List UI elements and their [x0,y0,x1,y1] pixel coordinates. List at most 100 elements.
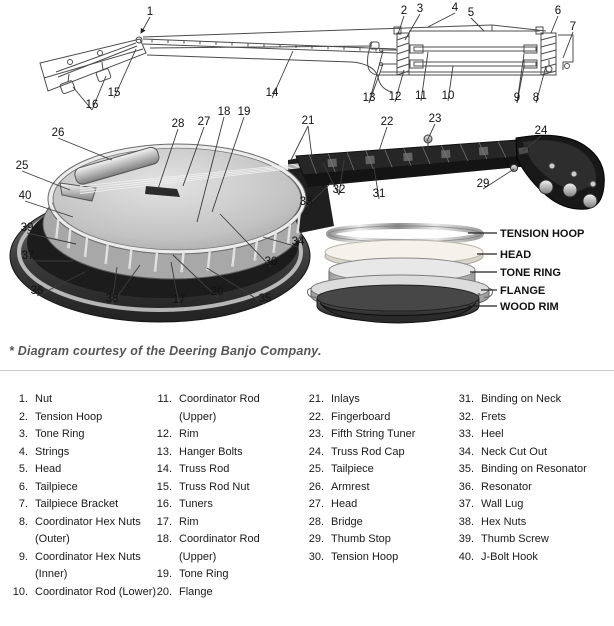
part-label: Resonator [481,480,532,493]
callout-number: 35 [259,293,272,305]
legend-item: 11. Coordinator Rod (Upper) [146,391,277,426]
part-label: Armrest [331,480,370,493]
legend-item: 35.Binding on Resonator [448,461,614,479]
part-label: Truss Rod [179,463,230,475]
part-number: 22. [308,410,324,423]
callout-number: 37 [22,250,35,262]
callout-number: 36 [31,285,44,297]
callout-number: 24 [535,125,548,137]
legend-item: 32.Frets [448,409,614,427]
part-label: Tuners [179,498,213,510]
exploded-part-label: WOOD RIM [500,301,559,313]
legend-item: 12.Rim [146,426,277,444]
part-label: Hanger Bolts [179,445,243,458]
banjo-photo [9,134,605,323]
legend-item: 24.Truss Rod Cap [298,444,459,462]
legend-item: 36. Resonator [448,479,614,497]
part-number: 23. [308,428,324,440]
part-number: 35. [458,463,474,475]
callout-number: 22 [381,116,394,128]
part-label: Thumb Screw [481,533,549,545]
legend-item: 16. Tuners [146,496,277,514]
callout-number: 10 [442,90,455,102]
legend-item: 15. Truss Rod Nut [146,479,277,497]
part-number: 9. [18,550,28,563]
part-number: 4. [18,445,28,458]
part-number: 26. [308,480,324,493]
legend-item: 1.Nut [4,391,169,409]
exploded-part-label: HEAD [500,249,531,261]
legend-item: 23.Fifth String Tuner [298,426,459,444]
callout-number: 26 [52,127,65,139]
part-number: 30. [308,550,324,563]
part-label: Wall Lug [481,498,524,510]
part-label: Coordinator Rod (Lower) [35,585,157,598]
legend-item: 18.Coordinator Rod (Upper) [146,531,277,566]
legend-item: 5.Head [4,461,169,479]
part-number: 21. [308,393,324,405]
part-label: Coordinator Hex Nuts (Outer) [35,515,141,546]
part-label: Tension Hoop [331,550,399,563]
part-number: 37. [458,498,474,510]
part-number: 18. [156,533,172,545]
legend-item: 19. Tone Ring [146,566,277,584]
part-label: Tone Ring [35,428,85,440]
exploded-part-label: TONE RING [500,267,561,279]
part-number: 24. [308,445,324,458]
legend-item: 22.Fingerboard [298,409,459,427]
part-number: 28. [308,515,324,528]
part-number: 33. [458,428,474,440]
callout-number: 40 [19,190,32,202]
part-label: Flange [179,585,213,598]
callout-number: 38 [106,293,119,305]
part-label: Strings [35,445,70,458]
part-number: 11. [157,393,172,405]
part-label: Tailpiece [35,480,78,493]
part-label: Tailpiece Bracket [35,498,119,510]
legend-item: 33. Heel [448,426,614,444]
part-number: 7. [18,498,28,510]
part-label: Heel [481,428,504,440]
legend-item: 26. Armrest [298,479,459,497]
part-number: 36. [458,480,474,493]
callout-number: 11 [415,90,427,102]
exploded-part-label: TENSION HOOP [500,228,584,240]
callout-number: 34 [292,236,305,248]
part-number: 25. [308,463,324,475]
callout-number: 7 [570,21,576,33]
part-number: 29. [308,533,324,545]
legend-item: 7. Tailpiece Bracket [4,496,169,514]
part-number: 16. [156,498,172,510]
part-number: 10. [12,585,28,598]
divider [0,370,614,371]
callout-number: 1 [147,6,153,18]
part-label: Tone Ring [179,568,229,580]
part-number: 17. [156,515,172,528]
part-number: 32. [458,410,474,423]
legend-item: 31.Binding on Neck [448,391,614,409]
part-number: 19. [156,568,172,580]
legend-item: 8. Coordinator Hex Nuts (Outer) [4,514,169,549]
part-label: Hex Nuts [481,515,527,528]
callout-number: 9 [514,92,520,104]
part-label: Truss Rod Nut [179,480,250,493]
part-number: 5. [18,463,28,475]
part-number: 20. [156,585,172,598]
part-number: 12. [156,428,172,440]
part-label: Coordinator Rod (Upper) [179,393,260,423]
part-number: 38. [458,515,474,528]
callout-number: 4 [452,2,459,14]
part-number: 15. [156,480,172,493]
part-number: 3. [18,428,28,440]
legend-item: 25.Tailpiece [298,461,459,479]
legend-item: 3. Tone Ring [4,426,169,444]
part-number: 8. [18,515,28,528]
legend-item: 14.Truss Rod [146,461,277,479]
callout-number: 2 [401,5,407,17]
part-label: J-Bolt Hook [481,550,538,563]
